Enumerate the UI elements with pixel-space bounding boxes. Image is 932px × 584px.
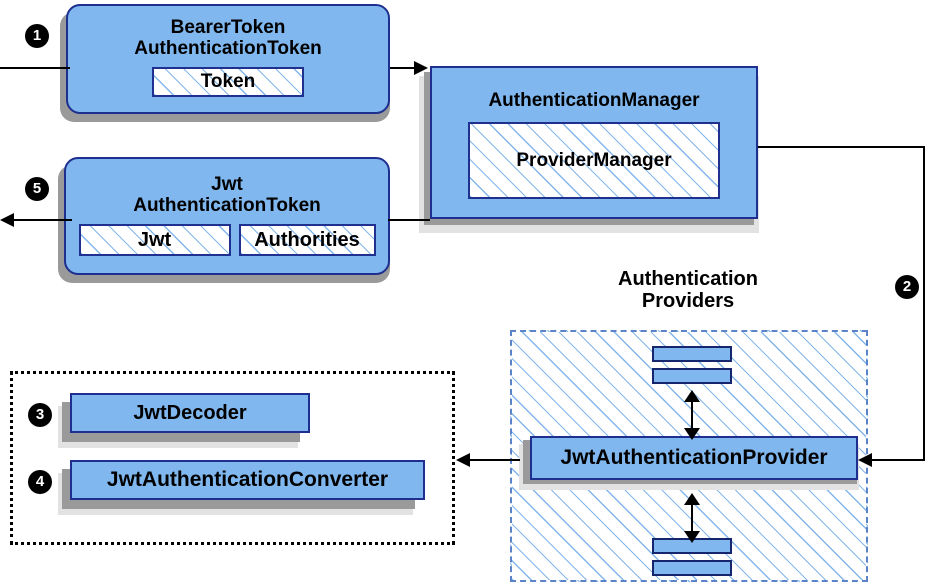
jwt-field[interactable]: Jwt bbox=[78, 224, 231, 257]
authorities-field[interactable]: Authorities bbox=[238, 224, 376, 257]
provider-placeholder-bar-2 bbox=[652, 368, 732, 384]
arrowhead-into-support-group bbox=[456, 453, 470, 467]
jwt-authentication-provider[interactable]: JwtAuthenticationProvider bbox=[530, 436, 858, 480]
connector-response-out bbox=[14, 219, 72, 221]
arrowhead-into-authentication-manager bbox=[414, 61, 428, 75]
arrowhead-into-jwt-provider bbox=[858, 453, 872, 467]
jwt-token-fields: Jwt Authorities bbox=[78, 224, 376, 257]
connector-bearer-to-manager bbox=[390, 67, 422, 69]
connector-manager-to-jwt-token bbox=[388, 219, 430, 221]
provider-placeholder-bar-1 bbox=[652, 346, 732, 362]
authentication-providers-heading: Authentication Providers bbox=[618, 268, 758, 313]
connector-into-provider bbox=[869, 459, 925, 461]
jwt-token-title: Jwt AuthenticationToken bbox=[133, 173, 321, 216]
bearer-token-title: BearerToken AuthenticationToken bbox=[134, 16, 322, 59]
step-badge-1: 1 bbox=[25, 24, 49, 48]
connector-manager-right bbox=[758, 146, 925, 148]
step-badge-3: 3 bbox=[28, 403, 52, 427]
arrowhead-provider-up-lower bbox=[684, 493, 700, 505]
connector-request-in bbox=[0, 67, 70, 69]
step-badge-2: 2 bbox=[895, 275, 919, 299]
authentication-manager[interactable]: AuthenticationManager ProviderManager bbox=[430, 66, 758, 219]
jwt-decoder[interactable]: JwtDecoder bbox=[70, 393, 310, 433]
arrowhead-provider-down bbox=[684, 531, 700, 543]
connector-provider-up bbox=[691, 394, 693, 432]
step-badge-5: 5 bbox=[25, 177, 49, 201]
jwt-authentication-converter[interactable]: JwtAuthenticationConverter bbox=[70, 460, 425, 500]
arrowhead-response-out bbox=[0, 213, 14, 227]
step-badge-4: 4 bbox=[28, 470, 52, 494]
authentication-manager-title: AuthenticationManager bbox=[488, 90, 700, 111]
arrowhead-provider-up bbox=[684, 390, 700, 402]
jwt-authentication-token[interactable]: Jwt AuthenticationToken Jwt Authorities bbox=[64, 157, 390, 275]
provider-manager-field[interactable]: ProviderManager bbox=[468, 122, 720, 199]
support-components-group bbox=[10, 371, 455, 545]
token-field[interactable]: Token bbox=[152, 67, 304, 98]
connector-manager-down bbox=[923, 146, 925, 460]
connector-provider-down bbox=[691, 497, 693, 535]
provider-placeholder-bar-4 bbox=[652, 560, 732, 576]
arrowhead-provider-down-upper bbox=[684, 428, 700, 440]
bearer-token-authentication-token[interactable]: BearerToken AuthenticationToken Token bbox=[66, 4, 390, 114]
connector-provider-to-support bbox=[470, 459, 520, 461]
